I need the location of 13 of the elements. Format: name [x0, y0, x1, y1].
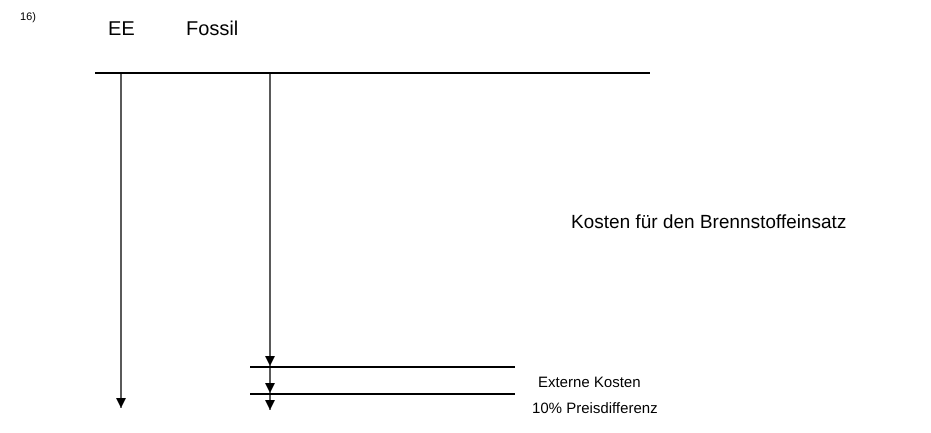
- column-heading: EE: [108, 18, 135, 41]
- arrow: [265, 395, 275, 410]
- cost-label: Externe Kosten: [538, 374, 641, 392]
- horizontal-line: [95, 72, 650, 74]
- cost-label: 10% Preisdifferenz: [532, 400, 658, 418]
- arrow: [265, 74, 275, 366]
- footnote-number: 16): [20, 11, 36, 24]
- arrow: [265, 368, 275, 393]
- column-heading: Fossil: [186, 18, 238, 41]
- arrow: [116, 74, 126, 408]
- cost-label: Kosten für den Brennstoffeinsatz: [571, 212, 846, 234]
- horizontal-line: [250, 366, 515, 368]
- horizontal-line: [250, 393, 515, 395]
